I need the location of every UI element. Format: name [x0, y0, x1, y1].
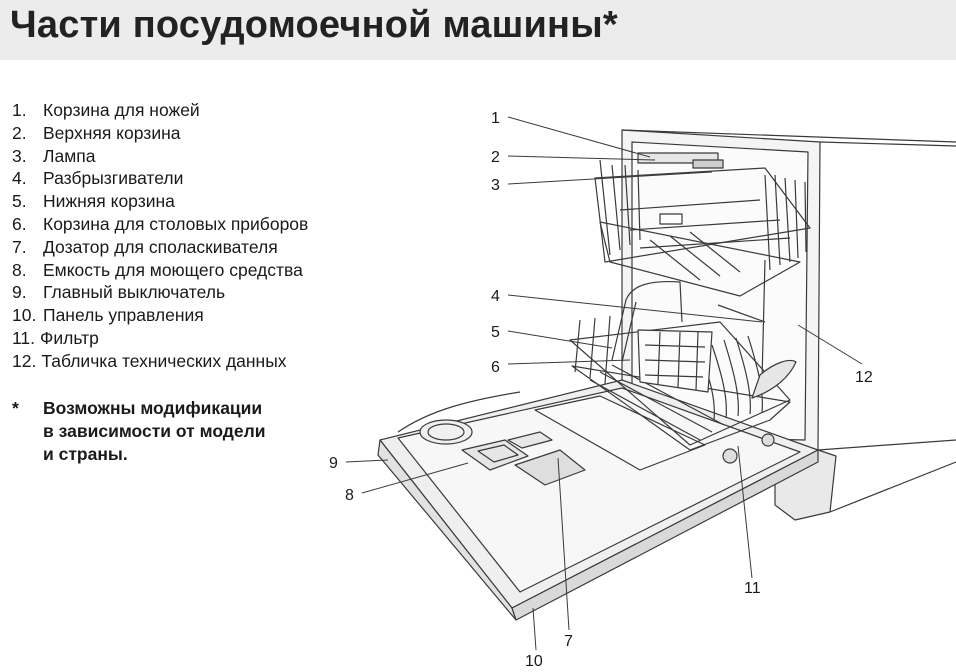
- parts-list-item: 11.Фильтр: [12, 327, 308, 350]
- title-bar: Части посудомоечной машины*: [0, 0, 956, 60]
- footnote-line: и страны.: [43, 444, 128, 464]
- footnote-marker: *: [12, 398, 19, 418]
- item-number: 11.: [12, 327, 36, 348]
- footnote-text: Возможны модификации в зависимости от мо…: [43, 397, 266, 466]
- upper-basket: [594, 152, 811, 297]
- item-label: Корзина для столовых приборов: [43, 213, 309, 234]
- callout-4: 4: [491, 288, 500, 305]
- parts-list-item: 5. Нижняя корзина: [12, 190, 308, 213]
- item-label: Емкость для моющего средства: [43, 259, 303, 280]
- item-label: Верхняя корзина: [43, 122, 181, 143]
- footnote-line: Возможны модификации: [43, 398, 263, 418]
- item-number: 4.: [12, 168, 27, 189]
- callout-5: 5: [491, 324, 500, 341]
- item-number: 7.: [12, 236, 27, 257]
- item-number: 8.: [12, 259, 27, 280]
- parts-list-item: 4. Разбрызгиватели: [12, 167, 308, 190]
- parts-list-item: 12.Табличка технических данных: [12, 350, 308, 373]
- callout-11: 11: [744, 580, 761, 597]
- item-label: Дозатор для споласкивателя: [43, 236, 278, 257]
- item-number: 1.: [12, 100, 27, 120]
- callout-9: 9: [329, 455, 338, 472]
- parts-list-item: 2. Верхняя корзина: [12, 122, 308, 145]
- parts-list-item: 6. Корзина для столовых приборов: [12, 213, 308, 236]
- item-label: Корзина для ножей: [43, 100, 200, 120]
- item-number: 9.: [12, 282, 27, 303]
- parts-list-item: 1. Корзина для ножей: [12, 99, 308, 122]
- leader-lines: [345, 116, 863, 651]
- lower-basket: [569, 315, 797, 464]
- footnote: * Возможны модификации в зависимости от …: [12, 397, 266, 466]
- item-number: 5.: [12, 191, 27, 212]
- parts-list-item: 9. Главный выключатель: [12, 281, 308, 304]
- callout-3: 3: [491, 177, 500, 194]
- page-title: Части посудомоечной машины*: [10, 4, 618, 46]
- callout-1: 1: [491, 110, 500, 127]
- item-number: 12.: [12, 350, 37, 371]
- callout-labels: 1 2 3 4 5 6 7 8 9 10 11 12: [329, 110, 873, 670]
- callout-6: 6: [491, 359, 500, 376]
- callout-8: 8: [345, 487, 354, 504]
- item-number: 6.: [12, 213, 27, 234]
- item-label: Нижняя корзина: [43, 191, 175, 212]
- item-number: 2.: [12, 122, 27, 143]
- item-number: 10.: [12, 305, 37, 326]
- door-fixtures: [419, 419, 586, 486]
- item-label: Главный выключатель: [43, 282, 226, 303]
- parts-list-item: 8. Емкость для моющего средства: [12, 259, 308, 282]
- parts-list-item: 3. Лампа: [12, 145, 308, 168]
- parts-list-item: 10. Панель управления: [12, 304, 308, 327]
- parts-list-item: 7. Дозатор для споласкивателя: [12, 236, 308, 259]
- item-label: Фильтр: [40, 327, 99, 348]
- item-label: Табличка технических данных: [41, 350, 287, 371]
- callout-7: 7: [564, 633, 573, 650]
- spray-arms: [611, 259, 766, 381]
- footnote-line: в зависимости от модели: [43, 421, 266, 441]
- item-label: Разбрызгиватели: [43, 168, 184, 189]
- parts-list: 1. Корзина для ножей 2. Верхняя корзина 3.…: [12, 99, 308, 373]
- callout-2: 2: [491, 149, 500, 166]
- item-number: 3.: [12, 145, 27, 166]
- callout-10: 10: [525, 653, 543, 670]
- item-label: Лампа: [43, 145, 96, 166]
- item-label: Панель управления: [43, 305, 204, 326]
- callout-12: 12: [855, 369, 873, 386]
